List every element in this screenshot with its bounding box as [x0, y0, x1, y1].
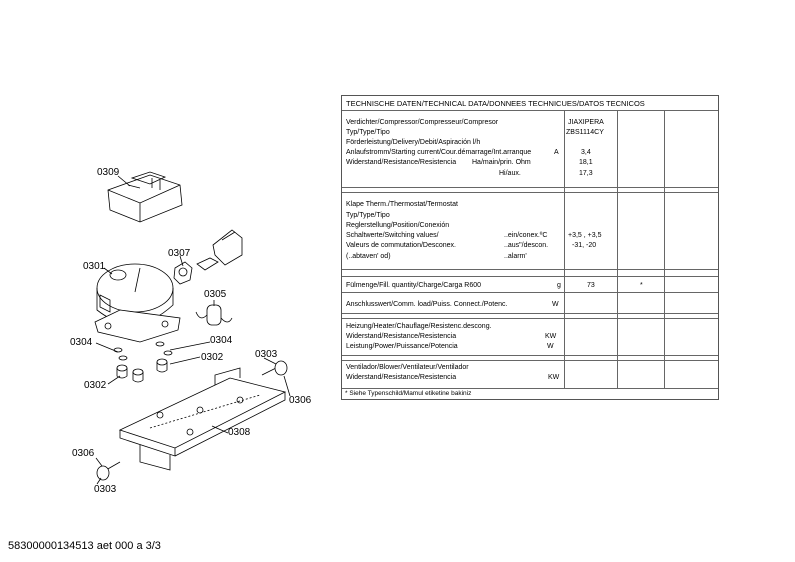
foot-right-part — [261, 360, 288, 376]
divider — [342, 110, 718, 111]
connect-unit: W — [552, 301, 559, 308]
technical-data-table: TECHNISCHE DATEN/TECHNICAL DATA/DONNEES … — [341, 95, 719, 400]
divider — [342, 187, 718, 188]
callout-0306-bottom: 0306 — [72, 448, 95, 459]
divider — [342, 360, 718, 361]
divider — [342, 192, 718, 193]
callout-0308: 0308 — [228, 427, 251, 438]
heater-power-label: Leistung/Power/Puissance/Potencia — [346, 343, 458, 350]
thermostat-switching-label: Schaltwerte/Switching values/ — [346, 232, 439, 239]
fan-resistance-label: Widerstand/Resistance/Resistencia — [346, 374, 457, 381]
compressor-aux-label: Hi/aux. — [499, 170, 521, 177]
thermostat-type-label: Typ/Type/Tipo — [346, 212, 390, 219]
thermostat-alarm-label: ..alarm' — [504, 253, 527, 260]
callout-0302-left: 0302 — [84, 380, 107, 391]
capacitor-part — [195, 304, 233, 326]
callout-0304-left: 0304 — [70, 337, 93, 348]
divider — [342, 276, 718, 277]
thermostat-on-value: +3,5 , +3,5 — [568, 232, 602, 239]
grommets-part — [113, 341, 173, 383]
charge-label: Fülmenge/Fill. quantity/Charge/Carga R60… — [346, 282, 482, 289]
callout-0303-right: 0303 — [255, 349, 278, 360]
relay-box-part — [107, 171, 183, 223]
compressor-current-label: Anlaufstromm/Starting current/Cour.démar… — [346, 149, 532, 156]
document-footer: 58300000134513 aet 000 a 3/3 — [8, 540, 161, 552]
divider — [342, 292, 718, 293]
compressor-current-value: 3,4 — [581, 149, 591, 156]
column-divider — [564, 110, 565, 389]
compressor-brand-value: JIAXIPERA — [568, 119, 604, 126]
heater-resistance-label: Widerstand/Resistance/Resistencia — [346, 333, 457, 340]
base-plate-part — [118, 367, 287, 471]
table-footnote: * Siehe Typenschild/Mamul etiketine baki… — [345, 390, 472, 397]
callout-0302-right: 0302 — [201, 352, 224, 363]
divider — [342, 269, 718, 270]
table-title: TECHNISCHE DATEN/TECHNICAL DATA/DONNEES … — [346, 99, 645, 108]
column-divider — [664, 110, 665, 389]
callout-0306-right: 0306 — [289, 395, 312, 406]
divider — [342, 355, 718, 356]
charge-unit: g — [557, 282, 561, 289]
callout-0305: 0305 — [204, 289, 227, 300]
connect-label: Anschlusswert/Comm. load/Puiss. Connect.… — [346, 301, 508, 308]
fan-label: Ventilador/Blower/Ventilateur/Ventilador — [346, 364, 469, 371]
callout-0309: 0309 — [97, 167, 120, 178]
callout-0303-bottom: 0303 — [94, 484, 117, 495]
compressor-label: Verdichter/Compressor/Compresseur/Compre… — [346, 119, 499, 126]
thermostat-off-value: -31, -20 — [572, 242, 597, 249]
compressor-main-value: 18,1 — [579, 159, 593, 166]
compressor-aux-value: 17,3 — [579, 170, 593, 177]
thermostat-off-label: ..aus"/descon. — [504, 242, 549, 249]
heater-label: Heizung/Heater/Chauflage/Resistenc.desco… — [346, 323, 492, 330]
divider — [342, 313, 718, 314]
charge-value: 73 — [587, 282, 595, 289]
divider — [342, 388, 718, 389]
heater-power-unit: W — [547, 343, 554, 350]
column-divider — [617, 110, 618, 389]
compressor-current-unit: A — [554, 149, 559, 156]
heater-resistance-unit: KW — [545, 333, 557, 340]
compressor-delivery-label: Förderleistung/Delivery/Debit/Aspiración… — [346, 139, 481, 146]
compressor-part — [94, 263, 181, 343]
thermostat-position-label: Reglerstellung/Position/Conexión — [346, 222, 450, 229]
callout-0307: 0307 — [168, 248, 191, 259]
thermostat-label: Klape Therm./Thermostat/Termostat — [346, 201, 458, 208]
protector-part — [173, 229, 243, 285]
callout-0301: 0301 — [83, 261, 106, 272]
foot-bottom-part — [96, 461, 121, 481]
compressor-type-label: Typ/Type/Tipo — [346, 129, 390, 136]
callout-0304-right: 0304 — [210, 335, 233, 346]
charge-footnote-mark: * — [640, 282, 643, 289]
divider — [342, 318, 718, 319]
thermostat-defrost-label: (..abtaven' od) — [346, 253, 391, 260]
compressor-type-value: ZBS1114CY — [566, 129, 604, 136]
compressor-resistance-label: Widerstand/Resistance/Resistencia — [346, 159, 457, 166]
fan-resistance-unit: KW — [548, 374, 560, 381]
exploded-parts-drawing — [94, 171, 291, 485]
thermostat-values-label: Valeurs de commutation/Desconex. — [346, 242, 456, 249]
compressor-main-label: Ha/main/prin. Ohm — [472, 159, 531, 166]
thermostat-on-label: ..ein/conex.ºC — [504, 232, 548, 239]
